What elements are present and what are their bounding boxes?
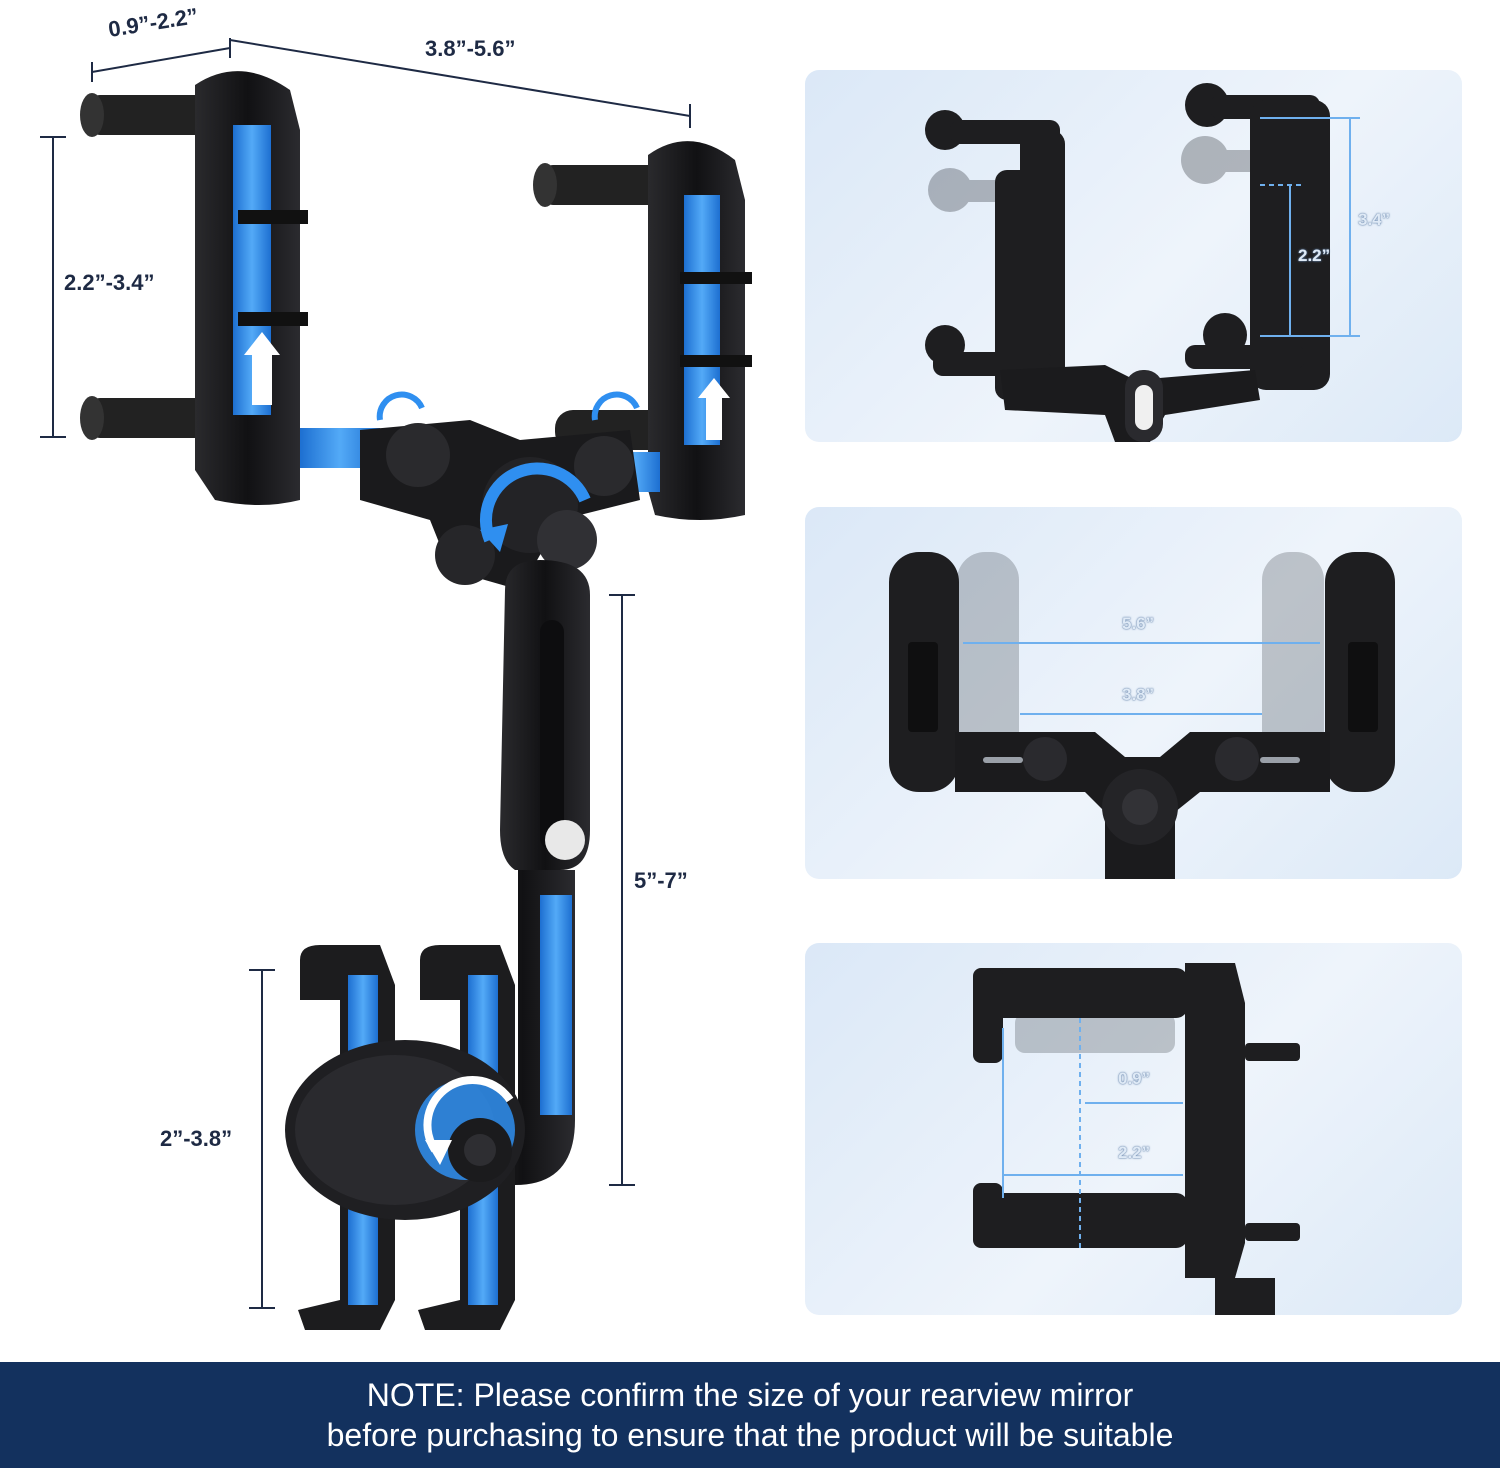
left-clamp [80, 71, 380, 506]
central-hub [360, 391, 640, 590]
panel2-label-min: 3.8” [1122, 685, 1155, 704]
panel2-label-max: 5.6” [1122, 614, 1155, 633]
depth-adjust-panel: 0.9” 2.2” [805, 943, 1462, 1315]
clamp-height-label: 2.2”-3.4” [64, 270, 155, 295]
width-adjust-illustration [889, 552, 1395, 879]
panel3-label-min: 0.9” [1118, 1069, 1151, 1088]
depth-adjust-illustration [973, 963, 1300, 1315]
panel1-label-max: 3.4” [1358, 210, 1391, 229]
panel3-label-max: 2.2” [1118, 1143, 1151, 1162]
note-line-2: before purchasing to ensure that the pro… [326, 1417, 1174, 1453]
clamp-width-label: 3.8”-5.6” [425, 36, 516, 61]
height-adjust-panel: 3.4” 2.2” [805, 70, 1462, 442]
phone-cradle [285, 945, 525, 1330]
dimension-lines [40, 38, 691, 1309]
main-product-illustration [40, 38, 752, 1330]
panel1-label-min: 2.2” [1298, 246, 1331, 265]
height-adjust-illustration [925, 83, 1360, 442]
phone-grip-label: 2”-3.8” [160, 1126, 233, 1151]
extension-arm [470, 560, 590, 1185]
arm-length-label: 5”-7” [634, 868, 688, 893]
note-line-1: NOTE: Please confirm the size of your re… [366, 1377, 1134, 1413]
width-adjust-panel: 5.6” 3.8” [805, 507, 1462, 879]
note-banner: NOTE: Please confirm the size of your re… [0, 1362, 1500, 1468]
